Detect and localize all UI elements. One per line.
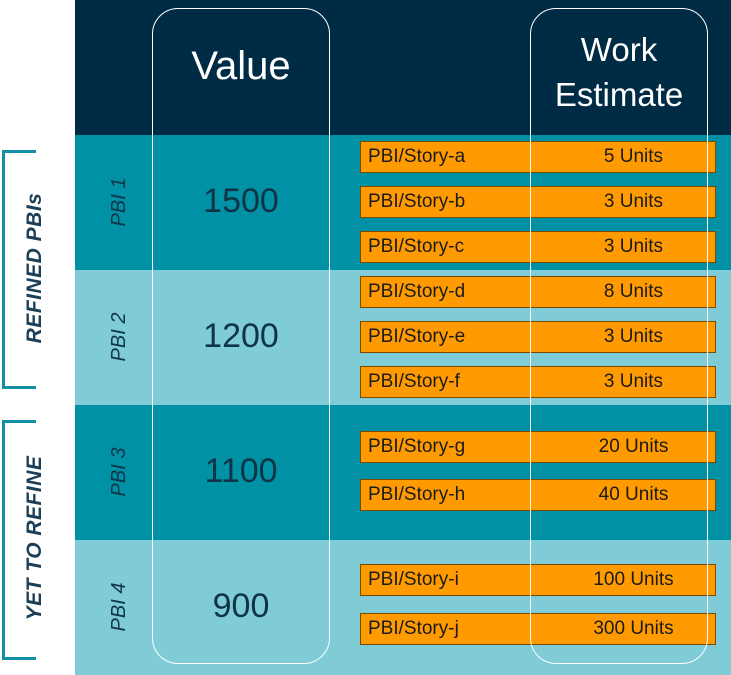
pbi-4-value: 900 <box>212 587 270 625</box>
yet-to-refine-bracket <box>2 420 36 660</box>
work-estimate-column-title: Work Estimate <box>530 27 708 117</box>
pbi-1-value: 1500 <box>203 182 279 220</box>
table-header <box>75 0 731 135</box>
pbi-4-band <box>75 540 731 675</box>
story-units: 100 Units <box>593 569 674 590</box>
refined-pbis-bracket <box>2 150 36 389</box>
story-name: PBI/Story-h <box>368 484 466 505</box>
story-name: PBI/Story-j <box>368 618 459 639</box>
story-units: 8 Units <box>603 281 664 302</box>
pbi-2-value: 1200 <box>203 317 279 355</box>
story-name: PBI/Story-f <box>368 371 460 392</box>
pbi-1-label: PBI 1 <box>108 177 130 227</box>
story-bar: PBI/Story-b 3 Units <box>360 186 716 218</box>
pbi-4-label: PBI 4 <box>108 582 130 632</box>
story-bar: PBI/Story-e 3 Units <box>360 321 716 353</box>
value-column-title: Value <box>191 44 291 88</box>
work-title-line2: Estimate <box>554 76 684 113</box>
pbi-3-label: PBI 3 <box>108 447 130 497</box>
story-units: 3 Units <box>603 371 664 392</box>
pbi-3-band <box>75 405 731 540</box>
story-name: PBI/Story-b <box>368 191 466 212</box>
story-units: 20 Units <box>598 436 669 457</box>
story-bar: PBI/Story-i 100 Units <box>360 564 716 596</box>
story-name: PBI/Story-c <box>368 236 465 257</box>
story-units: 40 Units <box>598 484 669 505</box>
story-bar: PBI/Story-c 3 Units <box>360 231 716 263</box>
story-bar: PBI/Story-h 40 Units <box>360 479 716 511</box>
story-name: PBI/Story-d <box>368 281 466 302</box>
story-units: 300 Units <box>593 618 674 639</box>
pbi-3-value: 1100 <box>204 452 278 490</box>
story-bar: PBI/Story-a 5 Units <box>360 141 716 173</box>
work-estimate-column-outline <box>530 8 708 664</box>
story-bar: PBI/Story-f 3 Units <box>360 366 716 398</box>
value-column-outline <box>152 8 330 664</box>
yet-to-refine-label: YET TO REFINE <box>23 455 46 621</box>
story-name: PBI/Story-g <box>368 436 466 457</box>
story-bar: PBI/Story-g 20 Units <box>360 431 716 463</box>
pbi-2-label: PBI 2 <box>108 312 130 362</box>
story-name: PBI/Story-a <box>368 146 466 167</box>
story-units: 3 Units <box>603 236 664 257</box>
story-units: 3 Units <box>603 191 664 212</box>
story-name: PBI/Story-i <box>368 569 459 590</box>
story-name: PBI/Story-e <box>368 326 466 347</box>
refined-pbis-label: REFINED PBIs <box>23 192 46 344</box>
story-bar: PBI/Story-d 8 Units <box>360 276 716 308</box>
work-title-line1: Work <box>580 31 658 68</box>
story-units: 3 Units <box>603 326 664 347</box>
story-units: 5 Units <box>603 146 664 167</box>
